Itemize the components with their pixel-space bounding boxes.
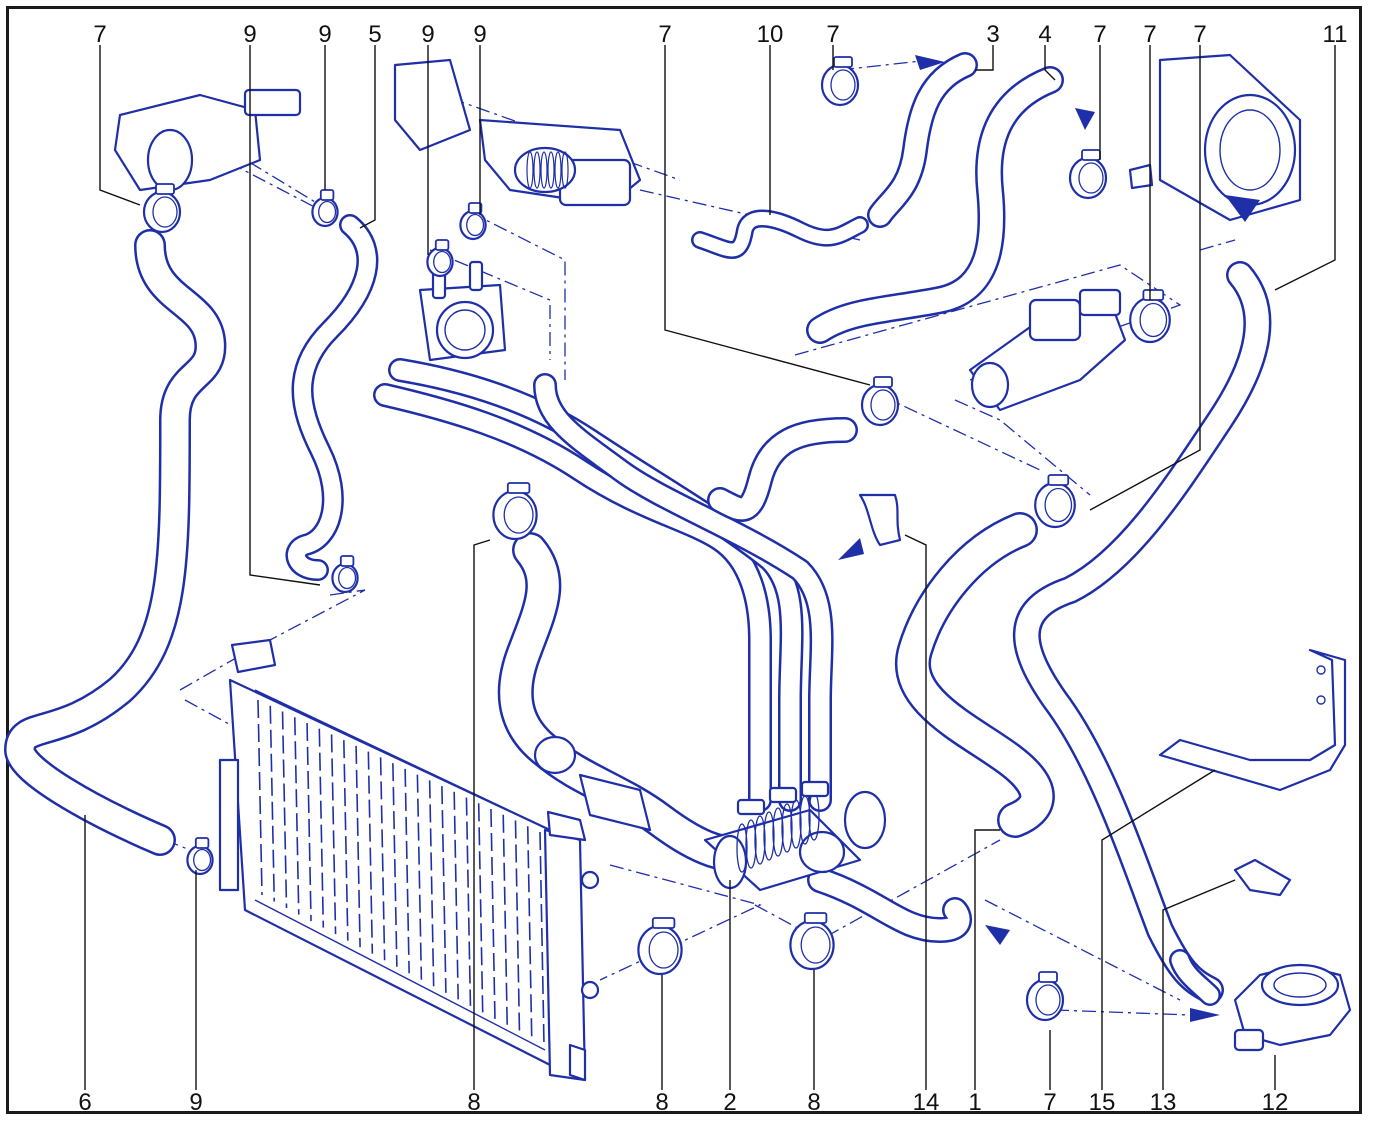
hose-clamp — [1068, 149, 1108, 200]
callout-7: 7 — [658, 21, 671, 48]
callout-9: 9 — [318, 21, 331, 48]
callouts-bottom: 6 9 8 8 2 8 14 1 7 15 13 12 — [78, 1089, 1288, 1116]
hose-clamp — [860, 376, 900, 427]
callout-7: 7 — [1043, 1089, 1056, 1116]
hose-clamp — [1034, 474, 1076, 529]
callout-9: 9 — [189, 1089, 202, 1116]
callout-15: 15 — [1089, 1089, 1116, 1116]
engine-parts — [113, 53, 1352, 1052]
junction-fitting — [533, 735, 887, 892]
hose-clamps — [142, 56, 1171, 1022]
leader-lines — [84, 45, 1336, 1090]
callout-12: 12 — [1262, 1089, 1289, 1116]
callout-7: 7 — [93, 21, 106, 48]
callout-14: 14 — [913, 1089, 940, 1116]
callout-7: 7 — [1143, 21, 1156, 48]
callout-8: 8 — [655, 1089, 668, 1116]
hose-clamp — [142, 183, 182, 234]
callout-1: 1 — [968, 1089, 981, 1116]
callout-9: 9 — [421, 21, 434, 48]
callout-11: 11 — [1323, 21, 1348, 48]
callout-7: 7 — [1093, 21, 1106, 48]
hose-clamp — [459, 202, 487, 241]
hose-clamp — [331, 555, 359, 594]
callout-8: 8 — [467, 1089, 480, 1116]
callout-13: 13 — [1150, 1089, 1177, 1116]
radiator — [218, 638, 600, 1082]
direction-arrows — [838, 55, 1220, 1022]
callout-9: 9 — [473, 21, 486, 48]
callout-4: 4 — [1038, 21, 1051, 48]
callouts-top: 7 9 9 5 9 9 7 10 7 3 4 7 7 7 11 — [93, 21, 1347, 48]
hose-clamp — [186, 837, 214, 876]
callout-9: 9 — [243, 21, 256, 48]
hose-clamp — [426, 239, 454, 278]
hose-clamp — [820, 56, 860, 107]
callout-2: 2 — [723, 1089, 736, 1116]
hose-clamp — [789, 912, 835, 971]
callout-8: 8 — [807, 1089, 820, 1116]
callout-7: 7 — [826, 21, 839, 48]
callout-10: 10 — [757, 21, 784, 48]
hose-clamp — [311, 189, 339, 228]
radiator-fins — [257, 699, 545, 1046]
hose-clamp — [637, 917, 683, 976]
hose-clamp — [1025, 971, 1065, 1022]
callout-6: 6 — [78, 1089, 91, 1116]
callout-3: 3 — [986, 21, 999, 48]
diagram-frame — [6, 6, 1362, 1114]
callout-7: 7 — [1193, 21, 1206, 48]
hose-clamp — [492, 482, 538, 541]
callout-5: 5 — [368, 21, 381, 48]
